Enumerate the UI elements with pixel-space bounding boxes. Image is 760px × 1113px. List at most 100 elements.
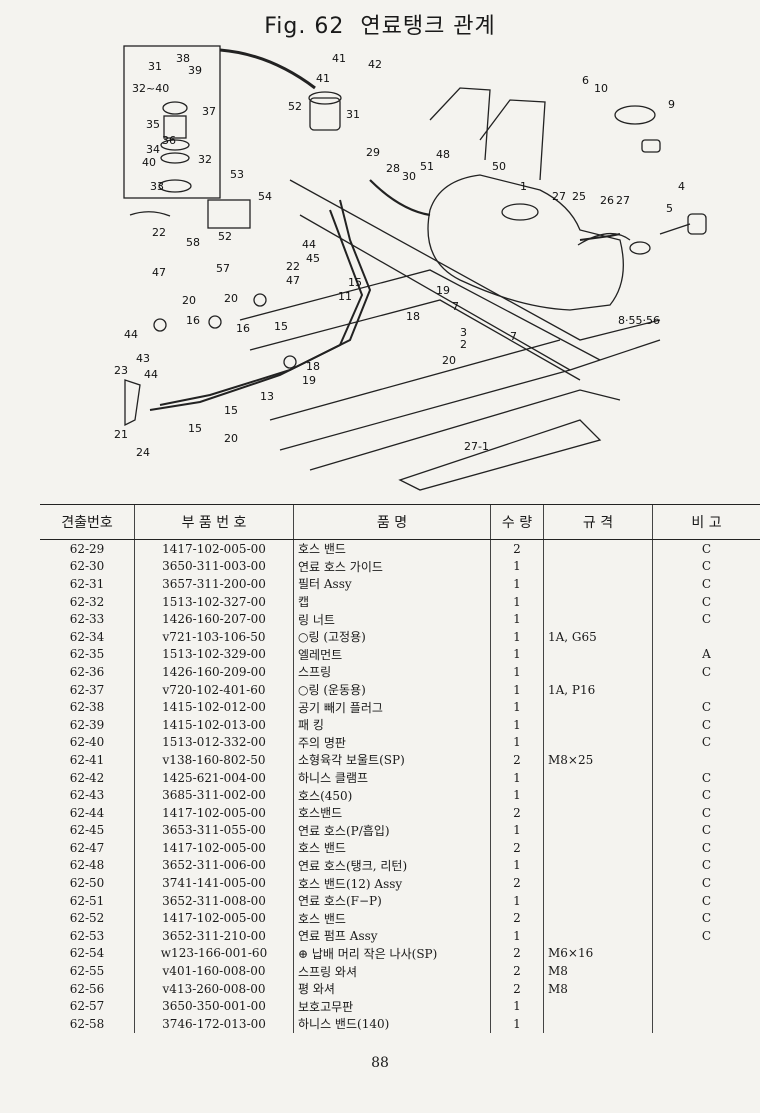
cell-quantity: 1 — [490, 821, 544, 840]
svg-text:41: 41 — [332, 52, 346, 65]
svg-text:57: 57 — [216, 262, 230, 275]
cell-remark: C — [652, 856, 760, 875]
cell-remark: C — [652, 909, 760, 928]
cell-part-number: 3650-311-003-00 — [134, 557, 294, 576]
cell-remark: C — [652, 663, 760, 681]
cell-part-number: 3650-350-001-00 — [134, 997, 294, 1016]
cell-quantity: 1 — [490, 645, 544, 664]
cell-spec — [543, 803, 653, 822]
cell-quantity: 2 — [490, 751, 544, 769]
cell-spec — [543, 856, 653, 875]
svg-text:20: 20 — [224, 292, 238, 305]
cell-spec — [543, 539, 653, 558]
cell-part-name: 보호고무판 — [293, 997, 491, 1016]
cell-quantity: 2 — [490, 944, 544, 963]
svg-text:13: 13 — [260, 390, 274, 403]
cell-quantity: 2 — [490, 839, 544, 857]
cell-quantity: 1 — [490, 856, 544, 875]
cell-quantity: 2 — [490, 962, 544, 980]
cell-ref-no: 62-56 — [69, 981, 105, 996]
svg-text:20: 20 — [442, 354, 456, 367]
cell-ref-no: 62-41 — [69, 752, 105, 767]
cell-spec — [543, 733, 653, 752]
cell-part-name: 연료 호스(F−P) — [293, 891, 491, 910]
cell-ref-no: 62-45 — [69, 823, 105, 838]
cell-spec — [543, 557, 653, 576]
cell-quantity: 1 — [490, 786, 544, 804]
svg-text:43: 43 — [136, 352, 150, 365]
cell-remark — [652, 680, 760, 699]
svg-text:44: 44 — [302, 238, 316, 251]
cell-ref-no: 62-36 — [69, 664, 105, 679]
cell-ref-no: 62-42 — [69, 770, 105, 785]
cell-quantity: 1 — [490, 891, 544, 910]
svg-text:16: 16 — [186, 314, 200, 327]
cell-remark: C — [652, 698, 760, 716]
cell-part-name: 연료 호스 가이드 — [293, 557, 491, 576]
cell-quantity: 1 — [490, 698, 544, 716]
svg-text:50: 50 — [492, 160, 506, 173]
cell-remark: C — [652, 803, 760, 822]
svg-text:48: 48 — [436, 148, 450, 161]
cell-part-number: w123-166-001-60 — [134, 944, 294, 963]
cell-ref-no: 62-54 — [69, 946, 105, 961]
svg-text:47: 47 — [286, 274, 300, 287]
header-ref-no: 견출번호 — [40, 504, 135, 540]
cell-remark: C — [652, 839, 760, 857]
svg-text:31: 31 — [148, 60, 162, 73]
cell-part-number: 1417-102-005-00 — [134, 539, 294, 558]
cell-ref-no: 62-44 — [69, 805, 105, 820]
cell-part-name: 엘레먼트 — [293, 645, 491, 664]
svg-text:21: 21 — [114, 428, 128, 441]
svg-text:40: 40 — [142, 156, 156, 169]
svg-text:38: 38 — [176, 52, 190, 65]
cell-quantity: 2 — [490, 874, 544, 892]
svg-text:52: 52 — [288, 100, 302, 113]
cell-part-number: 1513-012-332-00 — [134, 733, 294, 752]
svg-text:39: 39 — [188, 64, 202, 77]
header-spec: 규 격 — [543, 504, 653, 540]
parts-table-header: 견출번호 부 품 번 호 품 명 수 량 규 격 비 고 — [40, 504, 760, 540]
cell-spec — [543, 698, 653, 716]
header-remarks: 비 고 — [652, 504, 760, 540]
svg-text:26: 26 — [600, 194, 614, 207]
cell-spec — [543, 891, 653, 910]
cell-ref-no: 62-39 — [69, 717, 105, 732]
cell-remark — [652, 944, 760, 963]
svg-text:18: 18 — [306, 360, 320, 373]
cell-part-number: 3657-311-200-00 — [134, 575, 294, 593]
cell-quantity: 1 — [490, 680, 544, 699]
cell-spec — [543, 821, 653, 840]
cell-ref-no: 62-31 — [69, 576, 105, 591]
cell-part-number: 3741-141-005-00 — [134, 874, 294, 892]
cell-part-number: 3652-311-006-00 — [134, 856, 294, 875]
cell-quantity: 1 — [490, 663, 544, 681]
cell-part-name: 호스 밴드 — [293, 909, 491, 928]
cell-part-number: 1417-102-005-00 — [134, 909, 294, 928]
cell-remark — [652, 997, 760, 1016]
svg-text:52: 52 — [218, 230, 232, 243]
svg-text:8·55·56: 8·55·56 — [618, 314, 660, 327]
cell-quantity: 2 — [490, 803, 544, 822]
cell-spec — [543, 663, 653, 681]
cell-remark: C — [652, 733, 760, 752]
svg-text:51: 51 — [420, 160, 434, 173]
cell-ref-no: 62-55 — [69, 964, 105, 979]
cell-quantity: 1 — [490, 768, 544, 787]
cell-remark: C — [652, 557, 760, 576]
svg-text:15: 15 — [188, 422, 202, 435]
cell-part-number: v413-260-008-00 — [134, 979, 294, 998]
cell-spec — [543, 1015, 653, 1033]
inset-pointer — [219, 48, 316, 90]
